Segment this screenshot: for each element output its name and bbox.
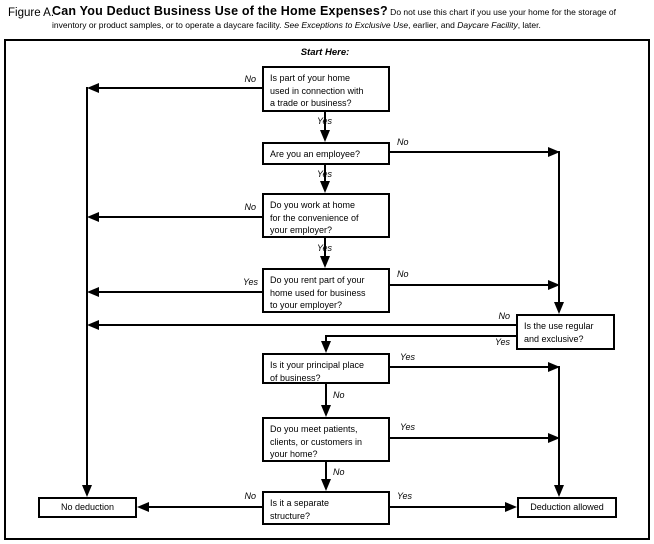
label-q4-no: No — [397, 269, 409, 279]
edge-q3-yes-arrowhead — [320, 256, 330, 268]
edge-q4-yes-line — [99, 291, 262, 293]
edge-left-collector-arrowhead — [82, 485, 92, 497]
edge-q4-yes-arrowhead — [87, 287, 99, 297]
edge-q2-yes-line — [324, 165, 326, 182]
label-q3-no: No — [244, 202, 256, 212]
node-q2: Are you an employee? — [262, 142, 390, 165]
edge-q8-yes-line — [390, 506, 505, 508]
figure-title: Can You Deduct Business Use of the Home … — [52, 5, 648, 31]
node-q1: Is part of your home used in connection … — [262, 66, 390, 112]
node-q5: Is the use regular and exclusive? — [516, 314, 615, 350]
label-q5-no: No — [498, 311, 510, 321]
edge-q7-yes-line — [390, 437, 548, 439]
edge-right-upper-collector-arrowhead — [554, 302, 564, 314]
node-q4: Do you rent part of your home used for b… — [262, 268, 390, 313]
label-q7-no: No — [333, 467, 345, 477]
label-q7-yes: Yes — [400, 422, 416, 432]
edge-q7-yes-arrowhead — [548, 433, 560, 443]
start-here-label: Start Here: — [300, 47, 350, 58]
edge-q6-no-arrowhead — [321, 405, 331, 417]
edge-q4-no-arrowhead — [548, 280, 560, 290]
edge-q3-yes-line — [324, 238, 326, 257]
label-q6-yes: Yes — [400, 352, 416, 362]
node-q3: Do you work at home for the convenience … — [262, 193, 390, 238]
edge-q3-no-line — [99, 216, 262, 218]
edge-q5-no-arrowhead — [87, 320, 99, 330]
edge-q1-yes-line — [324, 112, 326, 131]
edge-q8-yes-arrowhead — [505, 502, 517, 512]
edge-right-upper-collector-line — [558, 151, 560, 303]
edge-q5-yes-hline — [325, 335, 516, 337]
label-q8-yes: Yes — [397, 491, 413, 501]
node-no-deduction: No deduction — [38, 497, 137, 518]
edge-q2-no-line — [390, 151, 548, 153]
edge-right-lower-collector-arrowhead — [554, 485, 564, 497]
edge-q7-no-line — [325, 462, 327, 480]
edge-q1-no-line — [99, 87, 262, 89]
edge-q1-yes-arrowhead — [320, 130, 330, 142]
edge-q5-yes-vline — [325, 335, 327, 342]
label-q1-no: No — [244, 74, 256, 84]
edge-q1-no-arrowhead — [87, 83, 99, 93]
label-q2-yes: Yes — [317, 169, 333, 179]
label-q4-yes: Yes — [242, 277, 258, 287]
label-q1-yes: Yes — [317, 116, 333, 126]
edge-q2-no-arrowhead — [548, 147, 560, 157]
edge-q6-yes-line — [390, 366, 548, 368]
label-q8-no: No — [244, 491, 256, 501]
edge-q5-no-line — [99, 324, 516, 326]
figure-label: Figure A. — [8, 7, 55, 19]
node-deduction-allowed: Deduction allowed — [517, 497, 617, 518]
edge-q8-no-line — [149, 506, 262, 508]
figure-heading: Can You Deduct Business Use of the Home … — [52, 4, 388, 18]
edge-q6-yes-arrowhead — [548, 362, 560, 372]
label-q3-yes: Yes — [317, 243, 333, 253]
label-q5-yes: Yes — [494, 337, 510, 347]
figure-note: Do not use this chart if you use your ho… — [52, 7, 617, 30]
edge-q3-no-arrowhead — [87, 212, 99, 222]
edge-q5-yes-arrowhead — [321, 341, 331, 353]
node-q6: Is it your principal place of business? — [262, 353, 390, 384]
edge-q7-no-arrowhead — [321, 479, 331, 491]
edge-q4-no-line — [390, 284, 548, 286]
label-q6-no: No — [333, 390, 345, 400]
edge-right-lower-collector-line — [558, 366, 560, 486]
edge-q6-no-line — [325, 383, 327, 406]
label-q2-no: No — [397, 137, 409, 147]
edge-q2-yes-arrowhead — [320, 181, 330, 193]
node-q8: Is it a separate structure? — [262, 491, 390, 525]
edge-q8-no-arrowhead — [137, 502, 149, 512]
edge-left-collector-line — [86, 87, 88, 485]
node-q7: Do you meet patients, clients, or custom… — [262, 417, 390, 462]
